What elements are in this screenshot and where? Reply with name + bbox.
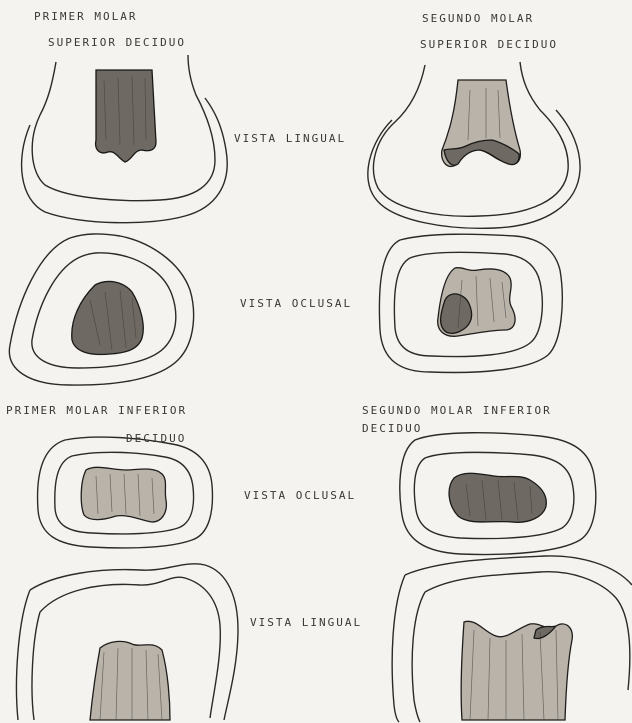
upper-first-molar-lingual — [22, 55, 228, 223]
label-lower-first-molar-line2: DECIDUO — [126, 432, 186, 445]
lower-second-molar-lingual — [392, 556, 632, 722]
label-lower-first-molar-line1: PRIMER MOLAR INFERIOR — [6, 404, 187, 417]
lower-first-molar-lingual — [17, 564, 239, 720]
label-lower-second-molar-line1: SEGUNDO MOLAR INFERIOR — [362, 404, 552, 417]
upper-second-molar-occlusal — [379, 234, 562, 372]
label-vista-lingual-bottom: VISTA LINGUAL — [250, 616, 362, 629]
label-vista-lingual-top: VISTA LINGUAL — [234, 132, 346, 145]
upper-second-molar-lingual — [368, 62, 580, 228]
lower-second-molar-occlusal — [400, 433, 596, 555]
label-upper-second-molar-line2: SUPERIOR DECIDUO — [420, 38, 558, 51]
label-upper-second-molar-line1: SEGUNDO MOLAR — [422, 12, 534, 25]
label-upper-first-molar-line1: PRIMER MOLAR — [34, 10, 137, 23]
label-vista-oclusal-bottom: VISTA OCLUSAL — [244, 489, 356, 502]
label-upper-first-molar-line2: SUPERIOR DECIDUO — [48, 36, 186, 49]
label-vista-oclusal-top: VISTA OCLUSAL — [240, 297, 352, 310]
label-lower-second-molar-line2: DECIDUO — [362, 422, 422, 435]
upper-first-molar-occlusal — [9, 234, 193, 385]
lower-first-molar-occlusal — [38, 437, 213, 548]
